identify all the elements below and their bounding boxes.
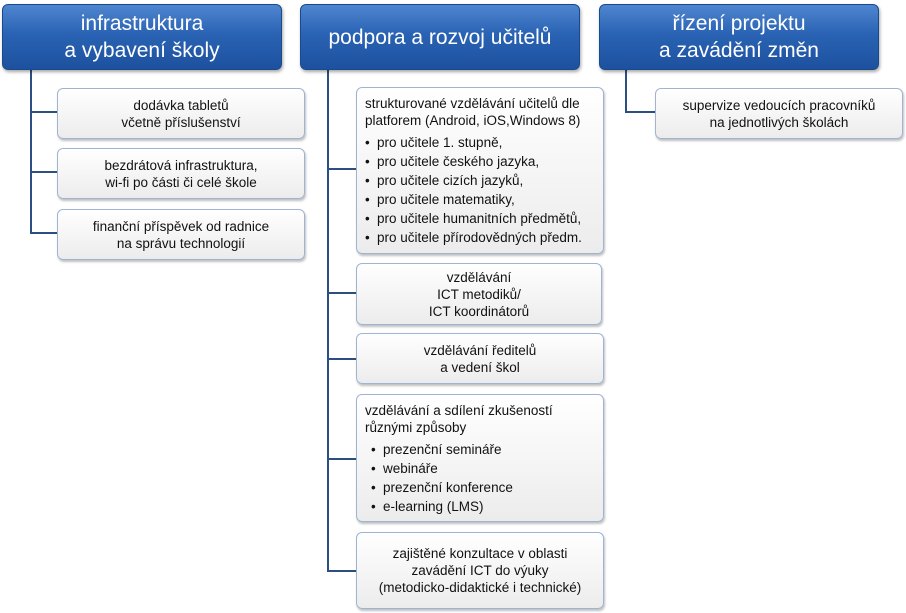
connector-col1-item3 — [30, 232, 58, 234]
connector-col3-item1 — [625, 111, 656, 113]
box-line: vzdělávání a sdílení zkušeností — [365, 403, 553, 418]
connector-col3-trunk — [625, 70, 627, 113]
header-rizeni-projektu: řízení projektu a zavádění změn — [599, 4, 879, 70]
box-line: různými způsoby — [365, 420, 467, 435]
box-strukturovane-vzdelavani: strukturované vzdělávání učitelů dle pla… — [356, 87, 604, 254]
bullet-item: prezenční semináře — [371, 440, 513, 459]
bullet-item: pro učitele přírodovědných předm. — [365, 228, 582, 247]
header-line: řízení projektu — [672, 12, 806, 35]
box-konzultace: zajištěné konzultace v oblasti zavádění … — [356, 532, 604, 609]
connector-col1-trunk — [30, 70, 32, 234]
header-line: podpora a rozvoj učitelů — [328, 25, 552, 49]
bullet-item: pro učitele matematiky, — [365, 190, 582, 209]
bullet-item: pro učitele českého jazyka, — [365, 152, 582, 171]
header-podpora-ucitelu: podpora a rozvoj učitelů — [300, 4, 580, 70]
connector-col2-item4 — [327, 458, 357, 460]
box-line: na jednotlivých školách — [709, 114, 849, 130]
box-line: wi-fi po části či celé škole — [105, 174, 257, 190]
box-line: strukturované vzdělávání učitelů dle — [365, 96, 580, 111]
box-line: ICT metodiků/ — [437, 286, 521, 302]
bullet-item: pro učitele humanitních předmětů, — [365, 209, 582, 228]
box-line: na správu technologií — [116, 235, 246, 251]
connector-col2-item2 — [327, 292, 357, 294]
box-line: bezdrátová infrastruktura, — [104, 157, 258, 173]
box-sdileni-zkusenosti: vzdělávání a sdílení zkušeností různými … — [356, 394, 604, 522]
connector-col2-trunk — [327, 70, 329, 572]
header-line: a zavádění změn — [659, 39, 819, 62]
bullet-item: pro učitele 1. stupně, — [365, 133, 582, 152]
box-line: vzdělávání ředitelů — [423, 342, 537, 358]
connector-col1-item2 — [30, 171, 58, 173]
box-line: (metodicko-didaktické i technické) — [378, 580, 582, 595]
box-financni-prispevek: finanční příspěvek od radnice na správu … — [57, 209, 305, 260]
box-supervize: supervize vedoucích pracovníků na jednot… — [655, 88, 903, 139]
box-ict-metodiku: vzdělávání ICT metodiků/ ICT koordinátor… — [356, 263, 602, 325]
header-line: infrastruktura — [80, 12, 204, 35]
box-line: včetně příslušenství — [121, 114, 241, 130]
connector-col2-item5 — [327, 570, 357, 572]
box-vzdelavani-reditelu: vzdělávání ředitelů a vedení škol — [356, 333, 604, 384]
box-bezdratova-infrastruktura: bezdrátová infrastruktura, wi-fi po část… — [57, 148, 305, 199]
bullet-item: webináře — [371, 459, 513, 478]
box-line: platforem (Android, iOS,Windows 8) — [365, 113, 581, 128]
box-line: zajištěné konzultace v oblasti — [392, 546, 568, 561]
connector-col1-item1 — [30, 111, 58, 113]
box-line: vzdělávání — [446, 269, 512, 285]
bullet-list: pro učitele 1. stupně, pro učitele české… — [365, 133, 582, 247]
header-line: a vybavení školy — [64, 39, 220, 62]
box-line: ICT koordinátorů — [428, 303, 530, 319]
bullet-list: prezenční semináře webináře prezenční ko… — [371, 440, 513, 516]
box-line: supervize vedoucích pracovníků — [682, 97, 876, 113]
bullet-item: prezenční konference — [371, 478, 513, 497]
bullet-item: pro učitele cizích jazyků, — [365, 171, 582, 190]
connector-col2-item1 — [327, 168, 357, 170]
box-line: a vedení škol — [440, 359, 520, 375]
connector-col2-item3 — [327, 358, 357, 360]
box-line: dodávka tabletů — [133, 97, 229, 113]
box-line: finanční příspěvek od radnice — [92, 218, 270, 234]
bullet-item: e-learning (LMS) — [371, 497, 513, 516]
box-line: zavádění ICT do výuky — [411, 563, 549, 578]
header-infrastruktura: infrastruktura a vybavení školy — [2, 4, 282, 70]
box-dodavka-tabletu: dodávka tabletů včetně příslušenství — [57, 88, 305, 139]
